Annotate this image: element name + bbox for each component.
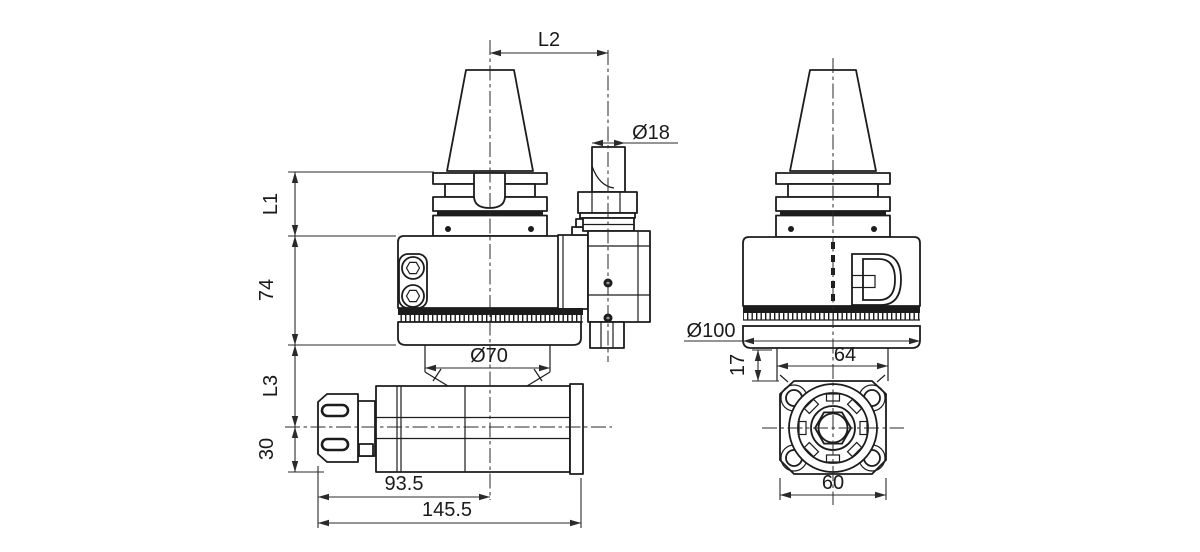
bolt-hex bbox=[405, 261, 421, 275]
key-bump bbox=[862, 274, 876, 289]
neck-chamfer bbox=[526, 371, 551, 387]
nose-dot bbox=[788, 226, 794, 232]
housing-end-cap bbox=[569, 383, 584, 475]
pull-stud-recess bbox=[473, 172, 506, 209]
nose-dot bbox=[445, 226, 451, 232]
scale-band bbox=[743, 306, 920, 313]
dim-label-93-5: 93.5 bbox=[385, 473, 424, 495]
spindle-housing bbox=[375, 385, 571, 473]
dim-label-l2: L2 bbox=[538, 29, 560, 51]
socket-bolt bbox=[401, 284, 425, 308]
key-window-inner bbox=[862, 258, 896, 301]
front-view: Ø100 17 64 60 bbox=[684, 58, 921, 505]
vertical-spindle bbox=[577, 146, 651, 349]
chamfer-tick bbox=[432, 368, 442, 382]
dim-label-17: 17 bbox=[727, 354, 749, 376]
dim-label-74: 74 bbox=[256, 279, 278, 301]
nose-dot bbox=[528, 226, 534, 232]
neck-chamfer bbox=[424, 371, 449, 387]
output-spindle bbox=[317, 345, 584, 475]
key-window bbox=[851, 253, 902, 306]
chamfer-tick bbox=[876, 374, 886, 383]
dim-label-d70: Ø70 bbox=[470, 345, 508, 367]
side-view-dimensions: L2 Ø18 L1 74 L3 30 bbox=[256, 29, 678, 528]
nut-slot bbox=[320, 437, 350, 452]
chamfer-tick bbox=[533, 368, 543, 382]
dim-label-l3: L3 bbox=[260, 375, 282, 397]
gear-head-body-front bbox=[742, 236, 921, 383]
side-view-centerlines bbox=[285, 40, 612, 500]
dim-label-145-5: 145.5 bbox=[422, 499, 472, 521]
bottom-hex-nut bbox=[589, 321, 625, 349]
spindle-block bbox=[587, 230, 651, 323]
dim-label-l1: L1 bbox=[260, 193, 282, 215]
socket-bolt bbox=[401, 256, 425, 280]
scale-ticks bbox=[398, 315, 583, 322]
front-view-centerlines bbox=[762, 58, 904, 505]
chamfer-tick bbox=[779, 374, 789, 383]
dim-label-60: 60 bbox=[822, 472, 844, 494]
nut-slot bbox=[320, 403, 350, 418]
scale-ticks bbox=[743, 313, 920, 320]
graduation-ring bbox=[742, 306, 921, 349]
dim-label-d100: Ø100 bbox=[687, 320, 736, 342]
side-view: L2 Ø18 L1 74 L3 30 bbox=[256, 29, 678, 528]
dim-label-d18: Ø18 bbox=[632, 122, 670, 144]
nose-dot bbox=[871, 226, 877, 232]
scale-band bbox=[398, 308, 583, 315]
dim-label-64: 64 bbox=[834, 344, 856, 366]
key-window-outer bbox=[851, 253, 902, 306]
gear-head-body-side bbox=[397, 218, 589, 346]
shaft-notch bbox=[591, 165, 615, 189]
dim-label-30: 30 bbox=[256, 438, 278, 460]
bolt-hex bbox=[405, 289, 421, 303]
body-lower-ring bbox=[742, 325, 921, 349]
front-view-dimensions: Ø100 17 64 60 bbox=[684, 320, 920, 500]
spacer-step bbox=[358, 443, 374, 457]
